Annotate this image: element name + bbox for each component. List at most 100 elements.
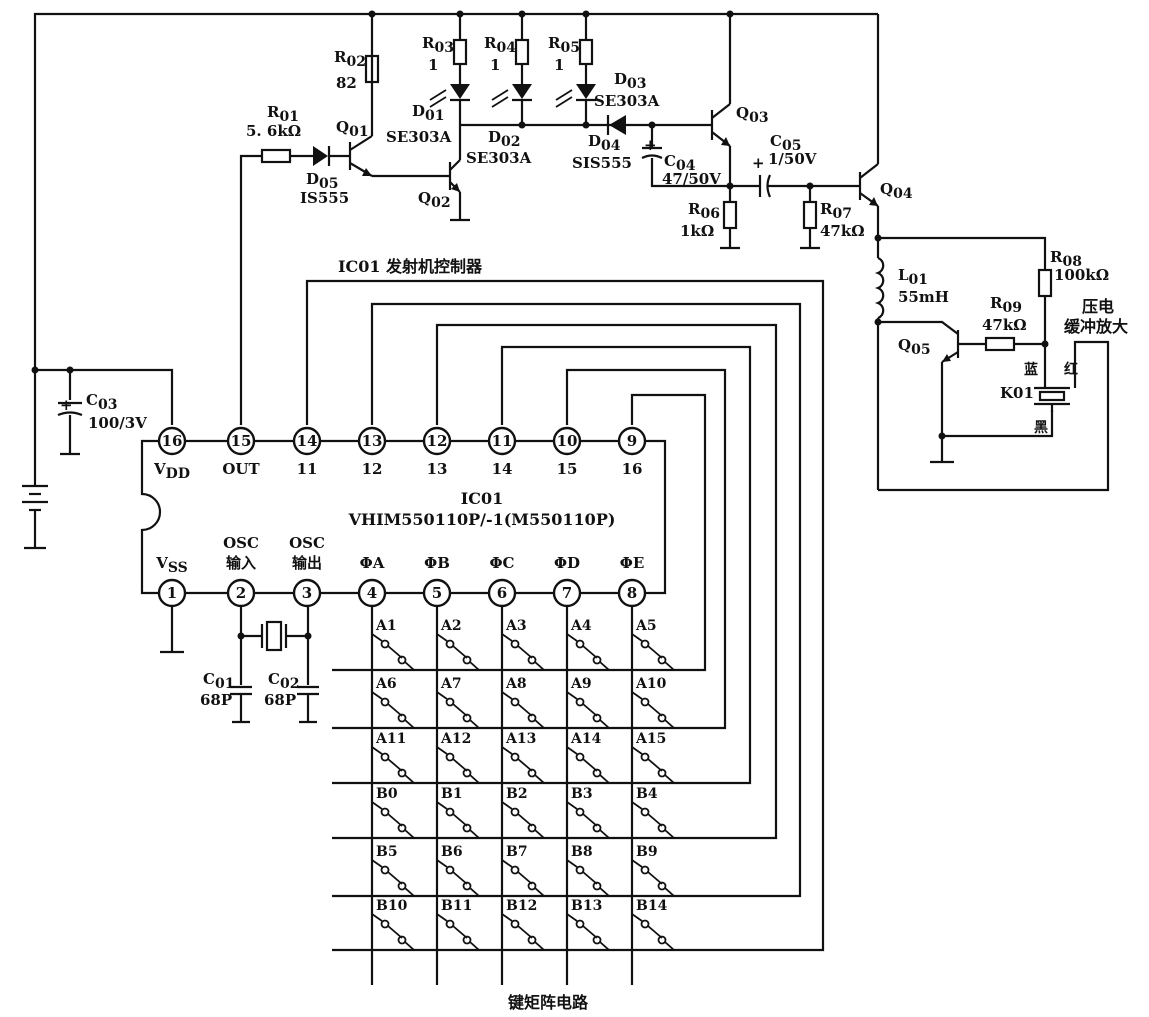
q01-sub: 01 [349,124,368,140]
key-switch: A11 [371,731,415,784]
key-label: B11 [441,898,472,914]
switch-lever [387,645,403,659]
k01-label: 压电 [1082,297,1114,316]
q02-ref: Q [418,189,431,207]
switch-lever [517,871,533,885]
switch-lead [664,887,675,897]
pin-number: 16 [162,432,183,450]
d01-ref: D [412,102,425,120]
c02-sub: 02 [280,676,299,692]
r04-value: 1 [490,56,500,74]
switch-lever [647,703,663,717]
switch-lever [647,925,663,939]
switch-contact [380,752,390,762]
switch-lead [664,941,675,951]
svg-text:C01: C01 [203,670,234,692]
key-label: B14 [636,898,668,914]
switch-contact [592,713,602,723]
key-label: A14 [570,731,602,747]
pin-name-text: ΦE [620,554,645,572]
r04-ref: R [484,34,497,52]
svg-text:R05: R05 [548,34,580,56]
switch-lead [371,633,383,642]
switch-lead [566,913,578,922]
pin-number: 14 [297,432,318,450]
piezo-driver: Q04 R08 100kΩ L01 55mH Q05 R09 47kΩ [735,12,1128,492]
switch-lead [534,887,545,897]
k01-wire-red: 红 [1064,361,1078,378]
pin-15 [226,426,256,456]
switch-lead [599,829,610,839]
pin-name: 15 [557,460,578,478]
switch-lead [469,829,480,839]
svg-text:+: + [752,154,765,172]
c01-value: 68P [200,691,232,709]
key-switch: B14 [631,898,675,951]
d03-ref: D [614,70,627,88]
switch-contact [397,881,407,891]
switch-contact [592,881,602,891]
svg-text:R06: R06 [688,200,720,222]
r06-sub: 06 [700,206,719,222]
switch-lead [566,859,578,868]
switch-lever [517,703,533,717]
c03-sub: 03 [98,397,117,413]
r05-ref: R [548,34,561,52]
r07-ref: R [820,200,833,218]
key-switch: A8 [501,676,545,729]
switch-lead [631,801,643,810]
key-switch: A6 [371,676,415,729]
d03-sub: 03 [627,76,646,92]
key-switch: B0 [371,786,415,839]
switch-lead [469,774,480,784]
switch-contact [462,823,472,833]
r06-value: 1kΩ [680,222,714,240]
svg-text:D03: D03 [614,70,647,92]
key-switch: B10 [371,898,415,951]
switch-lead [534,661,545,671]
pin-5 [422,578,452,608]
r05-sub: 05 [560,40,579,56]
switch-contact [445,639,455,649]
d02-sub: 02 [501,134,520,150]
svg-text:Q01: Q01 [336,118,369,140]
d01-sub: 01 [425,108,444,124]
switch-lead [534,941,545,951]
svg-text:R07: R07 [820,200,852,222]
key-switch: A10 [631,676,675,729]
pin-4 [357,578,387,608]
capacitor-c03: + C03 100/3V [57,391,147,456]
pin-name: 12 [362,460,383,478]
pin-name: OSC [223,534,259,552]
r05-value: 1 [554,56,564,74]
pin-name-text: ΦB [424,554,450,572]
pin-name-text: V [155,554,168,572]
pin-name-text: 16 [622,460,643,478]
pin-name: VSS [155,554,188,576]
switch-lever [582,758,598,772]
pin-number: 8 [627,584,637,602]
switch-lead [404,829,415,839]
svg-text:Q02: Q02 [418,189,451,211]
switch-contact [510,919,520,929]
switch-lever [387,925,403,939]
switch-contact [575,807,585,817]
switch-lead [599,774,610,784]
key-switch: B9 [631,844,675,897]
switch-contact [510,752,520,762]
c03-ref: C [86,391,98,409]
switch-lever [387,871,403,885]
switch-lead [371,801,383,810]
q04-ref: Q [880,180,893,198]
pin-name: ΦB [424,554,450,572]
svg-text:+: + [60,396,73,414]
key-label: B9 [636,844,658,860]
pin-name: 13 [427,460,448,478]
switch-contact [575,752,585,762]
svg-text:C03: C03 [86,391,117,413]
svg-text:R04: R04 [484,34,516,56]
led-array: R03 1 D01 SE303A R04 1 D02 SE303A R05 1 … [386,10,660,172]
c05-sub: 05 [782,138,801,154]
key-label: B0 [376,786,398,802]
switch-contact [592,823,602,833]
